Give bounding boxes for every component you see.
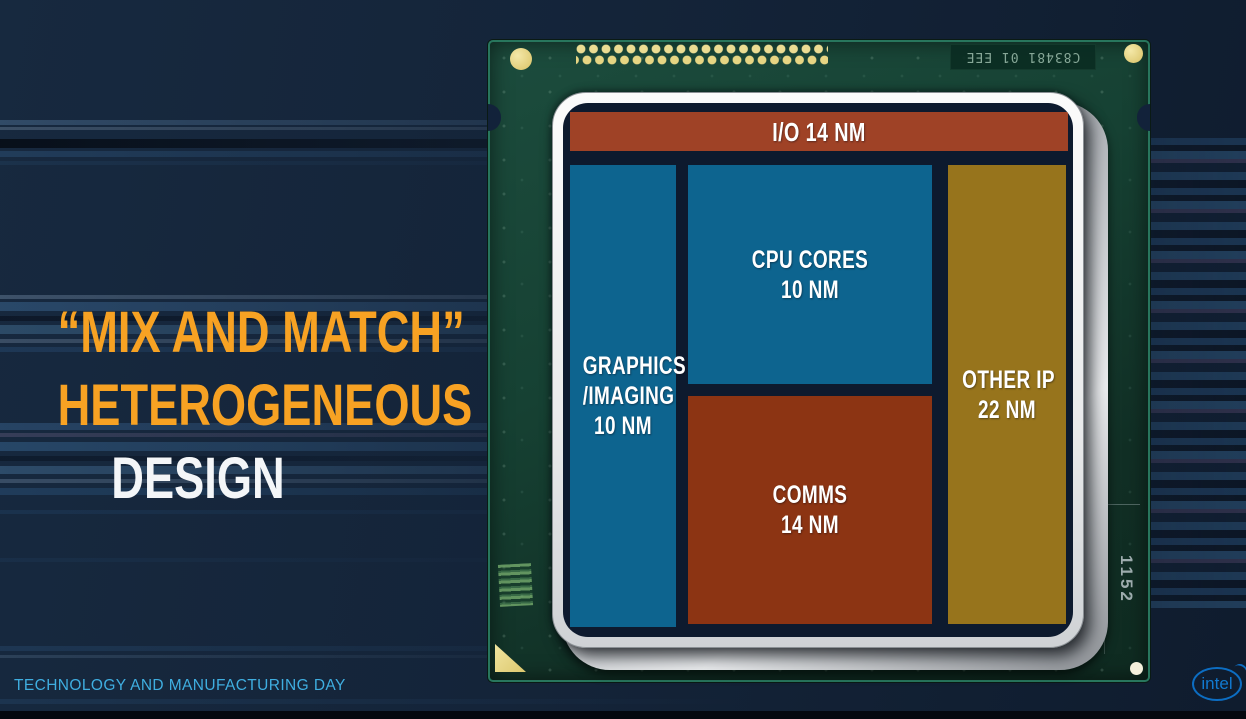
die-block-comms-label: 14 NM — [781, 511, 839, 539]
gold-pad-top-right — [1124, 44, 1143, 63]
cpu-package-photo: C83481 01 EEE 1152 I/O 14 NM GRAPHICS / — [488, 40, 1150, 682]
die-block-graphics-label: 10 NM — [594, 412, 652, 440]
slide-title: “MIX AND MATCH” HETEROGENEOUS DESIGN — [18, 296, 473, 515]
event-footer-label: TECHNOLOGY AND MANUFACTURING DAY — [14, 677, 346, 694]
die-block-other-ip: OTHER IP 22 NM — [948, 165, 1066, 624]
die-block-cpu-cores: CPU CORES 10 NM — [688, 165, 932, 384]
die-block-graphics-label: GRAPHICS — [582, 352, 687, 380]
die-block-other-ip-label: OTHER IP — [962, 365, 1055, 394]
package-marking-label: C83481 01 EEE — [950, 44, 1096, 70]
gold-pad-top-left — [510, 48, 532, 70]
title-line-3: DESIGN — [111, 446, 285, 511]
die-block-comms-label: COMMS — [772, 481, 848, 509]
die-area: I/O 14 NM GRAPHICS /IMAGING 10 NM CPU CO… — [563, 103, 1073, 637]
pcb-barcode-patch — [497, 563, 534, 607]
die-block-cpu-label: 10 NM — [781, 275, 839, 304]
pad-bottom-right — [1130, 662, 1143, 675]
pcb-substrate: C83481 01 EEE 1152 I/O 14 NM GRAPHICS / — [488, 40, 1150, 682]
die-block-io: I/O 14 NM — [570, 112, 1068, 151]
die-block-other-ip-label: 22 NM — [978, 395, 1036, 424]
die-outline-frame: I/O 14 NM GRAPHICS /IMAGING 10 NM CPU CO… — [552, 92, 1084, 648]
slide-bottom-edge — [0, 711, 1246, 719]
intel-logo-oval: intel — [1192, 667, 1242, 701]
pcb-notch-right — [1137, 104, 1150, 131]
silkscreen-line — [1090, 504, 1140, 505]
intel-logo-text: intel — [1201, 674, 1233, 693]
title-line-1: “MIX AND MATCH” — [57, 300, 465, 365]
package-side-marking: 1152 — [1117, 554, 1136, 604]
die-block-cpu-label: CPU CORES — [751, 245, 869, 274]
title-line-2: HETEROGENEOUS — [57, 373, 473, 438]
pcb-notch-left — [488, 104, 501, 131]
die-block-graphics-imaging: GRAPHICS /IMAGING 10 NM — [570, 165, 687, 627]
die-block-comms: COMMS 14 NM — [688, 396, 932, 624]
intel-logo: intel — [1192, 661, 1246, 701]
die-block-io-label: I/O 14 NM — [772, 116, 866, 147]
capacitor-dots — [576, 44, 828, 67]
die-block-graphics-label: /IMAGING — [582, 382, 675, 410]
